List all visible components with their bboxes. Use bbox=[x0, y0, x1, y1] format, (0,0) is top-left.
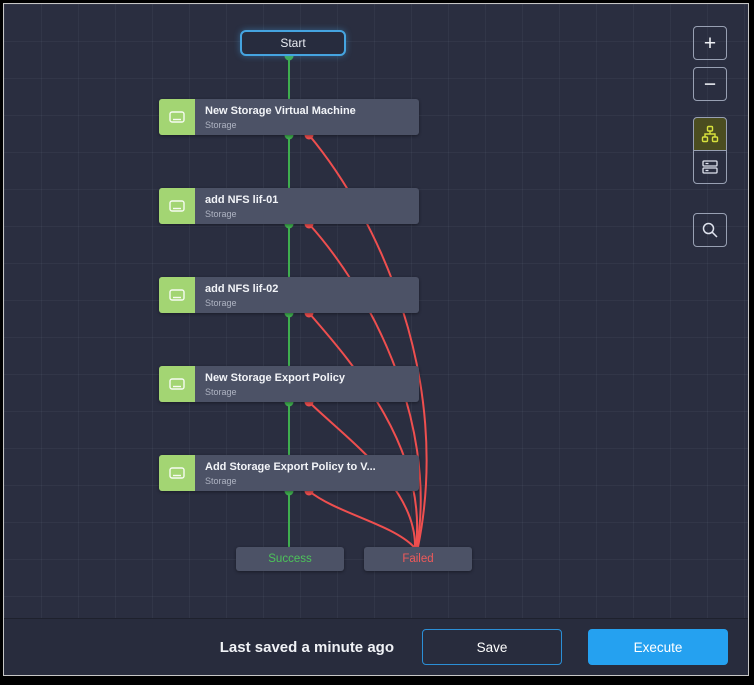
task-node-new-storage-export-policy[interactable]: New Storage Export Policy Storage bbox=[159, 366, 419, 402]
zoom-in-button[interactable]: + bbox=[693, 26, 727, 60]
zoom-out-button[interactable]: − bbox=[693, 67, 727, 101]
failure-edge bbox=[308, 223, 422, 548]
workflow-editor: Start New Storage Virtual Machine Storag… bbox=[3, 3, 749, 676]
footer-bar: Last saved a minute ago Save Execute bbox=[4, 618, 748, 675]
workflow-canvas[interactable]: Start New Storage Virtual Machine Storag… bbox=[4, 4, 748, 618]
storage-task-icon bbox=[159, 277, 195, 313]
task-category: Storage bbox=[205, 387, 237, 397]
task-node-add-nfs-lif-02[interactable]: add NFS lif-02 Storage bbox=[159, 277, 419, 313]
task-category: Storage bbox=[205, 209, 237, 219]
execute-button[interactable]: Execute bbox=[588, 629, 728, 665]
failed-terminal-node[interactable]: Failed bbox=[364, 547, 472, 571]
start-node-label: Start bbox=[280, 36, 306, 50]
last-saved-status: Last saved a minute ago bbox=[219, 638, 394, 656]
storage-task-icon bbox=[159, 99, 195, 135]
failure-edge bbox=[308, 490, 415, 548]
storage-task-icon bbox=[159, 188, 195, 224]
save-button[interactable]: Save bbox=[422, 629, 562, 665]
start-node[interactable]: Start bbox=[240, 30, 346, 56]
storage-task-icon bbox=[159, 455, 195, 491]
task-category: Storage bbox=[205, 476, 237, 486]
task-title: add NFS lif-02 bbox=[205, 283, 279, 295]
task-node-add-storage-export-policy[interactable]: Add Storage Export Policy to V... Storag… bbox=[159, 455, 419, 491]
list-layout-icon bbox=[701, 158, 719, 176]
list-layout-button[interactable] bbox=[693, 150, 727, 184]
task-title: New Storage Virtual Machine bbox=[205, 105, 356, 117]
task-node-new-storage-virtual-machine[interactable]: New Storage Virtual Machine Storage bbox=[159, 99, 419, 135]
success-terminal-node[interactable]: Success bbox=[236, 547, 344, 571]
task-title: New Storage Export Policy bbox=[205, 372, 345, 384]
task-category: Storage bbox=[205, 120, 237, 130]
failed-terminal-label: Failed bbox=[402, 553, 434, 565]
search-icon bbox=[701, 221, 719, 239]
search-button[interactable] bbox=[693, 213, 727, 247]
task-title: add NFS lif-01 bbox=[205, 194, 279, 206]
task-category: Storage bbox=[205, 298, 237, 308]
success-terminal-label: Success bbox=[268, 553, 312, 565]
failure-edge bbox=[308, 312, 419, 548]
plus-icon: + bbox=[703, 31, 717, 55]
task-node-add-nfs-lif-01[interactable]: add NFS lif-01 Storage bbox=[159, 188, 419, 224]
task-title: Add Storage Export Policy to V... bbox=[205, 461, 376, 473]
storage-task-icon bbox=[159, 366, 195, 402]
tree-layout-button[interactable] bbox=[693, 117, 727, 151]
tree-layout-icon bbox=[701, 125, 719, 143]
minus-icon: − bbox=[703, 72, 717, 96]
